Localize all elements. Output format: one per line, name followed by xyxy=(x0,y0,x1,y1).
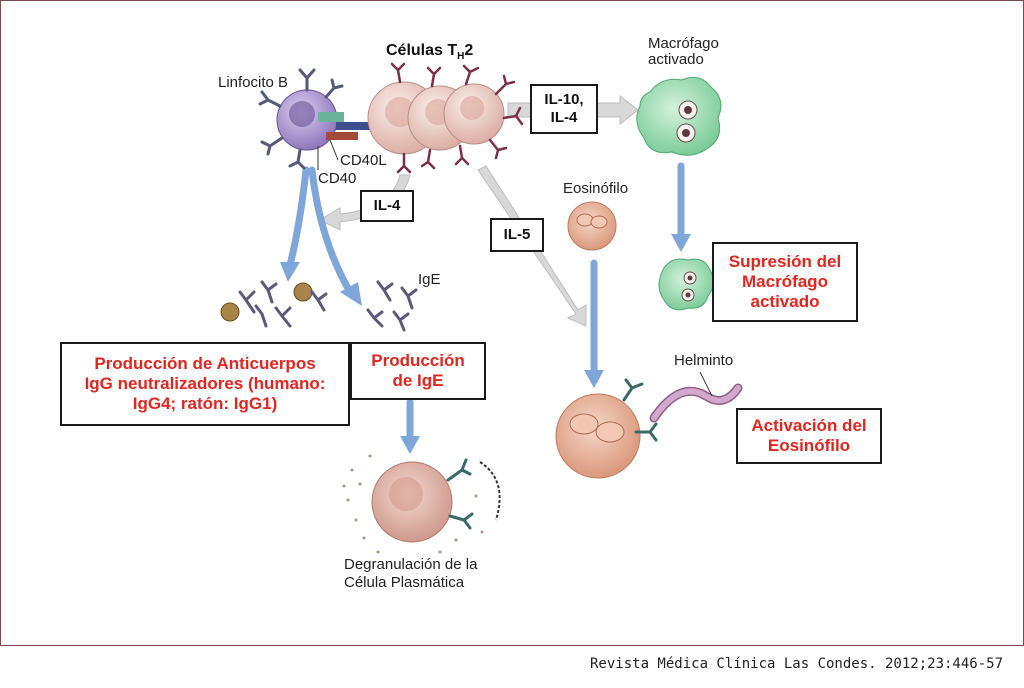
il5-box: IL-5 xyxy=(490,218,544,252)
activated-macrophage xyxy=(636,76,722,156)
diagram-canvas xyxy=(220,62,743,554)
eosinophil-activation-box: Activación del Eosinófilo xyxy=(736,408,882,464)
b-lymphocyte-cell xyxy=(258,68,344,170)
th2-cells-label: Células TH2 xyxy=(386,42,473,66)
eosinophil-cell xyxy=(567,201,617,251)
blue-arrowheads xyxy=(280,234,691,454)
ige-antibodies-group xyxy=(366,280,418,332)
cd40l-label: CD40L xyxy=(340,152,387,169)
plasma-cell-degranulation xyxy=(342,454,501,554)
activated-macrophage-label: Macrófago activado xyxy=(648,35,719,68)
th2-label-main: Células T xyxy=(386,42,458,59)
eosinophil-label: Eosinófilo xyxy=(563,180,629,197)
citation-text: Revista Médica Clínica Las Condes. 2012;… xyxy=(590,656,1004,672)
helminth-label: Helminto xyxy=(674,352,734,369)
cd40-cd40l-connectors xyxy=(317,112,380,170)
th2-cells-cluster xyxy=(367,62,524,174)
th2-label-sub: H xyxy=(457,51,465,63)
cd40-label: CD40 xyxy=(318,170,357,187)
helminth-worm xyxy=(649,371,743,423)
ige-production-box: Producción de IgE xyxy=(350,342,486,400)
b-lymphocyte-label: Linfocito B xyxy=(218,74,289,91)
il4-box: IL-4 xyxy=(360,190,414,222)
activated-eosinophil-cell xyxy=(555,378,658,479)
macrophage-suppression-box: Supresión del Macrófago activado xyxy=(712,242,858,322)
blue-arrows xyxy=(286,162,685,442)
arrow-bcell-to-igg xyxy=(286,166,310,269)
plasma-degranulation-label: Degranulación de la Célula Plasmática xyxy=(344,556,478,591)
suppressed-macrophage xyxy=(658,258,714,311)
igg-antibodies-group xyxy=(220,280,328,328)
th2-label-suffix: 2 xyxy=(464,42,474,59)
th2-cell xyxy=(443,83,505,145)
igg-production-box: Producción de Anticuerpos IgG neutraliza… xyxy=(60,342,350,426)
arrow-bcell-to-ige xyxy=(308,166,354,296)
ige-label: IgE xyxy=(418,271,441,288)
il10-il4-box: IL-10, IL-4 xyxy=(530,84,598,134)
